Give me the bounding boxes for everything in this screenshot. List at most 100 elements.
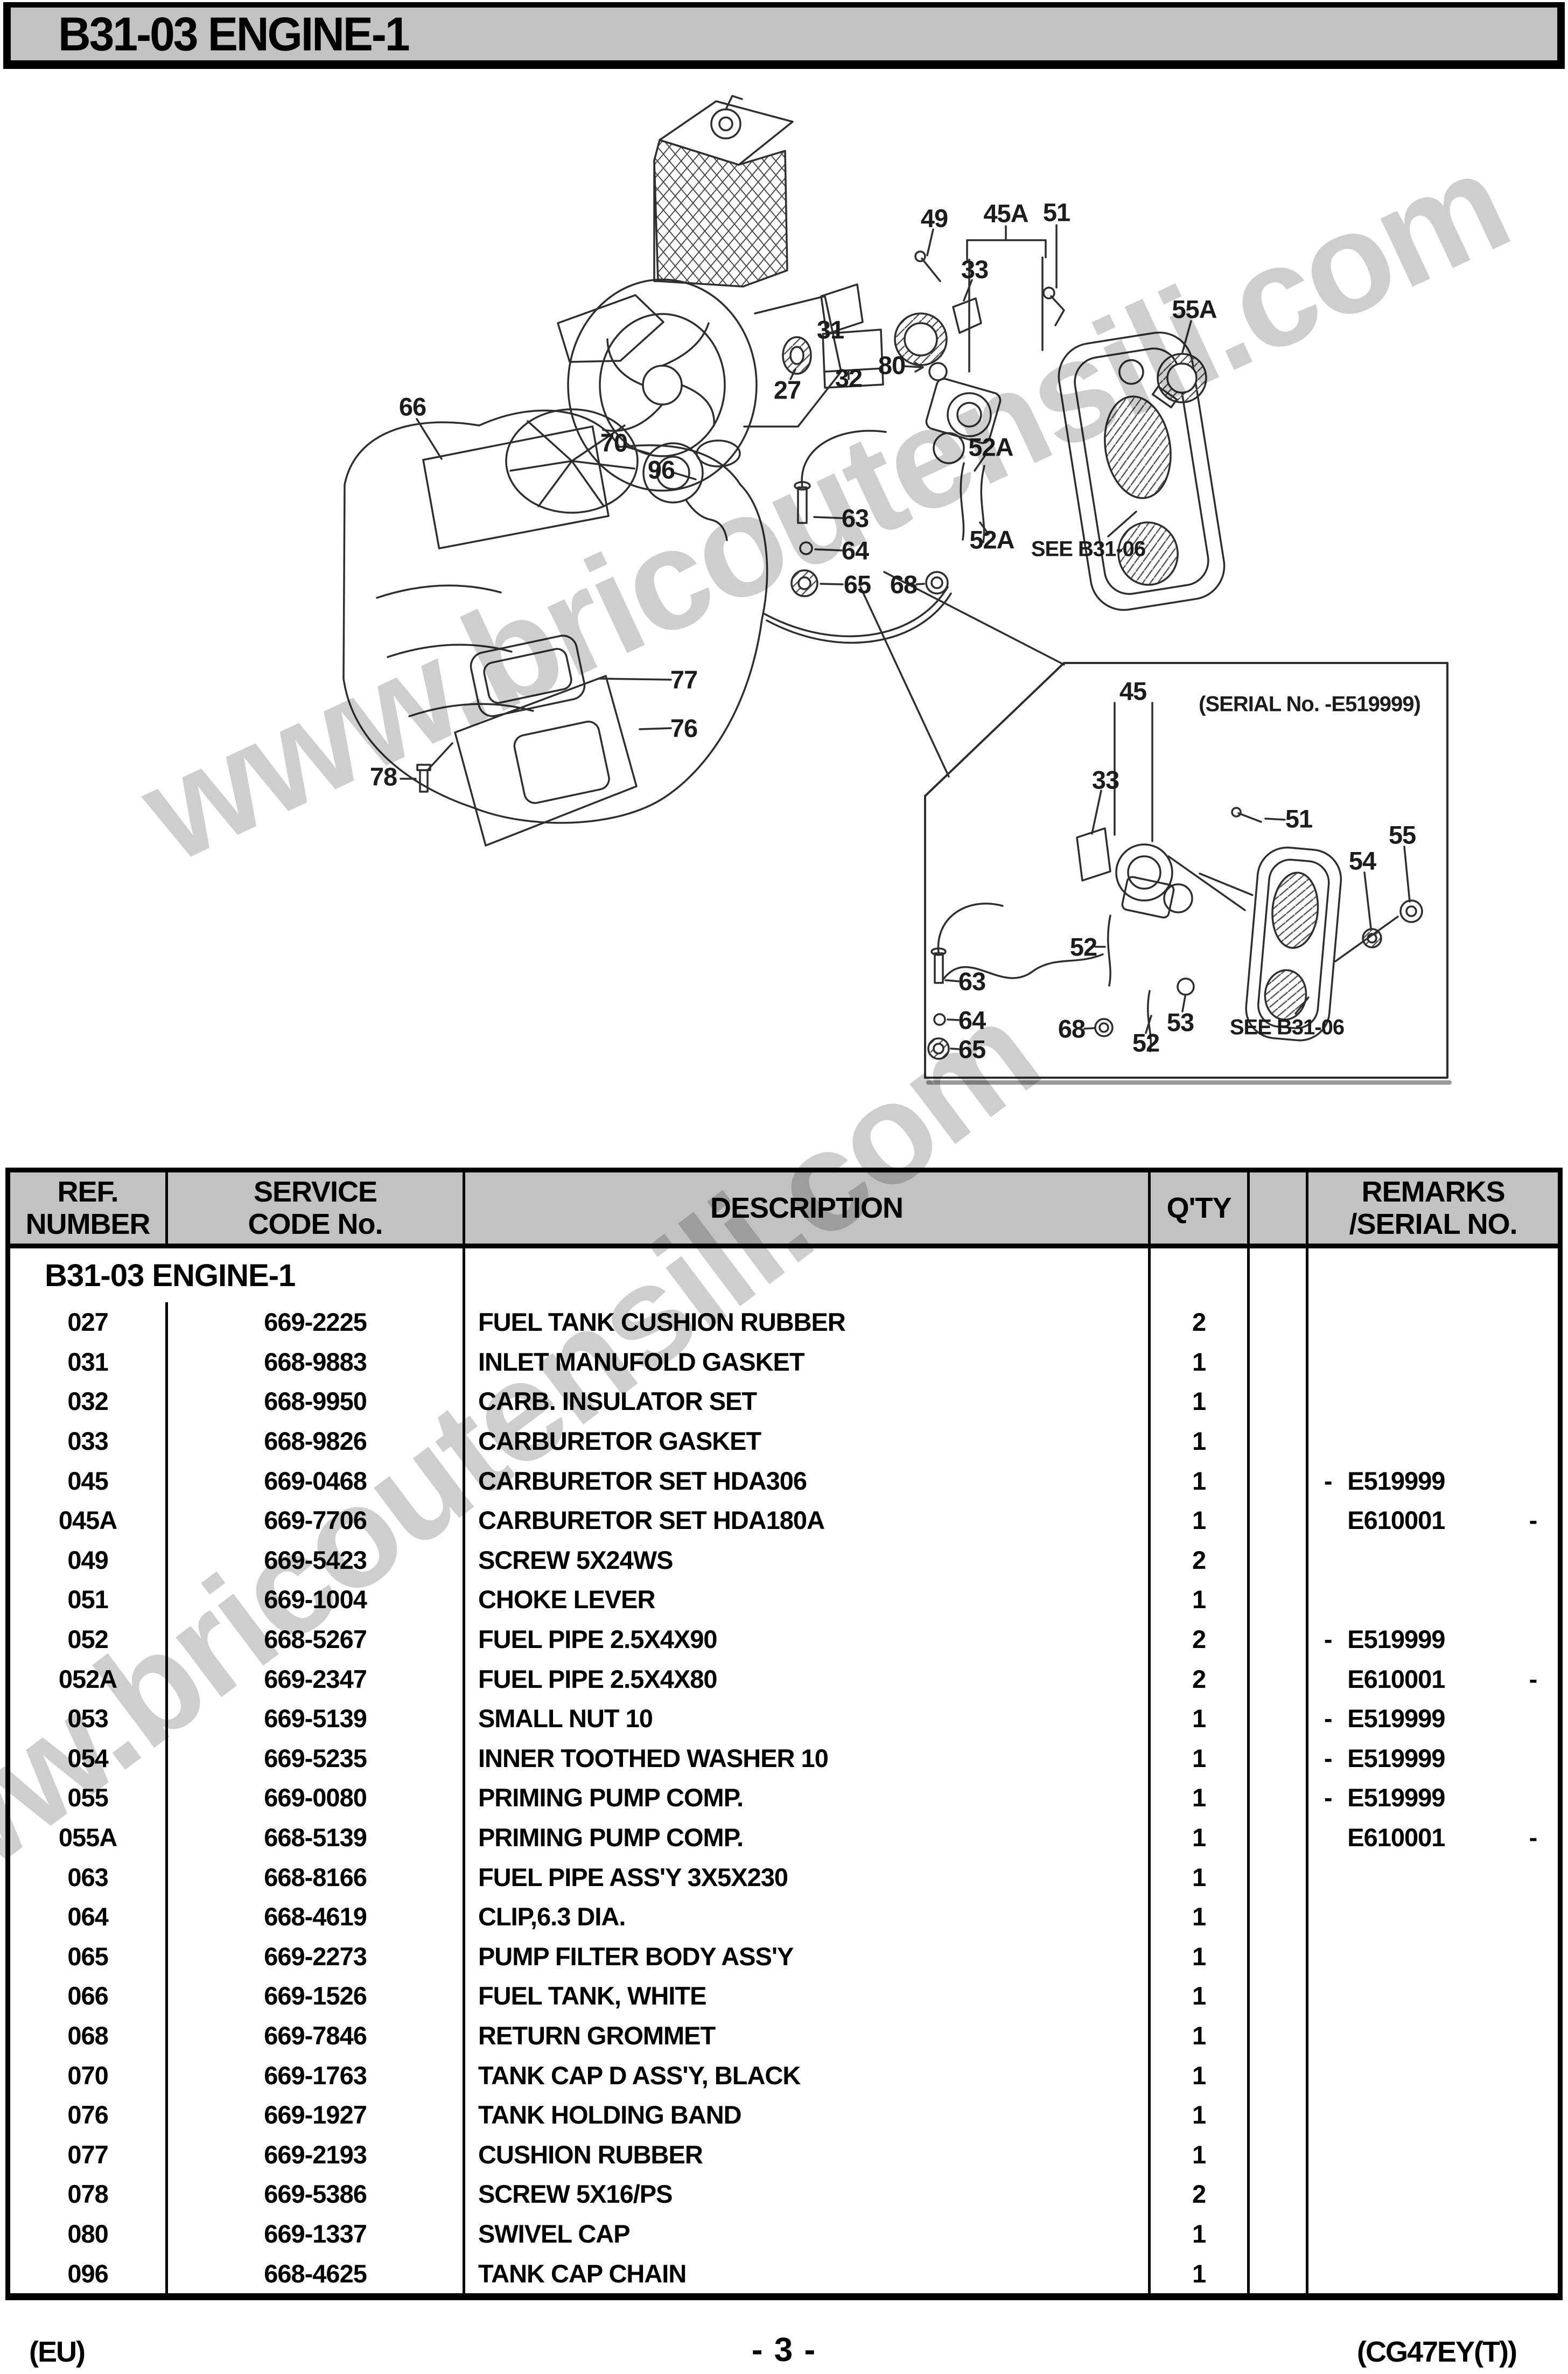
- service-code-cell: 669-5139: [168, 1698, 465, 1738]
- service-code-cell: 668-8166: [168, 1857, 465, 1897]
- footer-region: (EU): [29, 2336, 86, 2368]
- part-label: 55: [1388, 820, 1416, 849]
- spare-cell: [1250, 2214, 1309, 2254]
- description-cell: SWIVEL CAP: [465, 2214, 1151, 2254]
- section-spare-blank: [1250, 1248, 1309, 1302]
- service-code-cell: 669-0080: [168, 1778, 465, 1818]
- description-cell: SCREW 5X16/PS: [465, 2174, 1151, 2214]
- qty-cell: 1: [1151, 1421, 1250, 1461]
- ref-number-cell: 064: [10, 1896, 169, 1937]
- qty-cell: 2: [1151, 2174, 1250, 2214]
- description-cell: INNER TOOTHED WASHER 10: [465, 1738, 1151, 1778]
- part-label: 68: [1058, 1014, 1086, 1043]
- part-label: 64: [958, 1006, 986, 1035]
- ref-number-cell: 032: [10, 1381, 169, 1421]
- remarks-cell: [1308, 2095, 1558, 2135]
- description-cell: INLET MANUFOLD GASKET: [465, 1342, 1151, 1382]
- description-cell: CARBURETOR SET HDA180A: [465, 1500, 1151, 1540]
- remarks-serial: E519999: [1347, 1625, 1445, 1654]
- remarks-cell: -E519999: [1308, 1738, 1558, 1778]
- description-cell: CHOKE LEVER: [465, 1580, 1151, 1619]
- part-label: (SERIAL No. -E519999): [1199, 692, 1421, 716]
- qty-cell: 1: [1151, 1381, 1250, 1421]
- part-label: 32: [835, 364, 863, 393]
- qty-cell: 2: [1151, 1659, 1250, 1699]
- qty-cell: 1: [1151, 1778, 1250, 1818]
- part-label: 33: [1091, 765, 1119, 794]
- description-cell: PUMP FILTER BODY ASS'Y: [465, 1936, 1151, 1977]
- qty-cell: 1: [1151, 2214, 1250, 2254]
- remarks-cell: [1308, 2214, 1558, 2254]
- remarks-cell: [1308, 1976, 1558, 2016]
- remarks-serial: E519999: [1347, 1704, 1445, 1733]
- header-description: DESCRIPTION: [465, 1172, 1151, 1244]
- remarks-cell: [1308, 1580, 1558, 1619]
- part-label: 52A: [969, 525, 1014, 554]
- spare-cell: [1250, 1500, 1309, 1540]
- remarks-cell: [1308, 1302, 1558, 1342]
- qty-cell: 1: [1151, 1698, 1250, 1738]
- description-cell: FUEL TANK CUSHION RUBBER: [465, 1302, 1151, 1342]
- ref-number-cell: 053: [10, 1698, 169, 1738]
- remarks-cell: [1308, 1937, 1558, 1977]
- service-code-cell: 668-4625: [168, 2253, 465, 2293]
- spare-cell: [1250, 1857, 1309, 1897]
- remarks-range-start-dash: -: [1324, 1466, 1333, 1495]
- description-cell: CARB. INSULATOR SET: [465, 1381, 1151, 1421]
- ref-number-cell: 077: [10, 2134, 169, 2175]
- service-code-cell: 668-5139: [168, 1817, 465, 1858]
- spare-cell: [1250, 1461, 1309, 1500]
- description-cell: CLIP,6.3 DIA.: [465, 1896, 1151, 1937]
- remarks-cell: [1308, 1342, 1558, 1382]
- spare-cell: [1250, 1738, 1309, 1778]
- qty-cell: 2: [1151, 1302, 1250, 1342]
- spare-cell: [1250, 1421, 1309, 1461]
- ref-number-cell: 063: [10, 1857, 169, 1897]
- qty-cell: 2: [1151, 1619, 1250, 1659]
- qty-cell: 1: [1151, 1500, 1250, 1540]
- description-cell: CUSHION RUBBER: [465, 2134, 1151, 2175]
- part-label: 65: [843, 570, 871, 599]
- service-code-cell: 669-5423: [168, 1540, 465, 1580]
- qty-cell: 1: [1151, 2015, 1250, 2056]
- remarks-serial: E519999: [1347, 1466, 1445, 1495]
- qty-cell: 1: [1151, 1738, 1250, 1778]
- description-cell: SCREW 5X24WS: [465, 1540, 1151, 1580]
- spare-cell: [1250, 1302, 1309, 1342]
- remarks-cell: -E519999: [1308, 1619, 1558, 1659]
- footer-model-code: (CG47EY(T)): [1356, 2336, 1517, 2368]
- section-remarks-blank: [1308, 1248, 1558, 1302]
- remarks-range-start-dash: -: [1324, 1704, 1333, 1733]
- service-code-cell: 669-7706: [168, 1500, 465, 1540]
- part-label: 66: [398, 392, 426, 421]
- part-label: 70: [600, 428, 628, 457]
- part-label: 52A: [968, 432, 1013, 462]
- description-cell: FUEL PIPE 2.5X4X80: [465, 1659, 1151, 1699]
- part-label: 64: [841, 536, 869, 565]
- ref-number-cell: 051: [10, 1580, 169, 1619]
- service-code-cell: 669-5386: [168, 2174, 465, 2214]
- qty-cell: 1: [1151, 1342, 1250, 1382]
- part-label: 45A: [983, 199, 1028, 228]
- qty-cell: 1: [1151, 1857, 1250, 1897]
- service-code-cell: 668-4619: [168, 1896, 465, 1937]
- spare-cell: [1250, 2174, 1309, 2214]
- part-label: 78: [369, 762, 397, 791]
- service-code-cell: 668-9826: [168, 1421, 465, 1461]
- part-label: 51: [1285, 804, 1313, 833]
- part-label: 51: [1042, 198, 1070, 227]
- qty-cell: 1: [1151, 1817, 1250, 1858]
- remarks-cell: [1308, 1381, 1558, 1421]
